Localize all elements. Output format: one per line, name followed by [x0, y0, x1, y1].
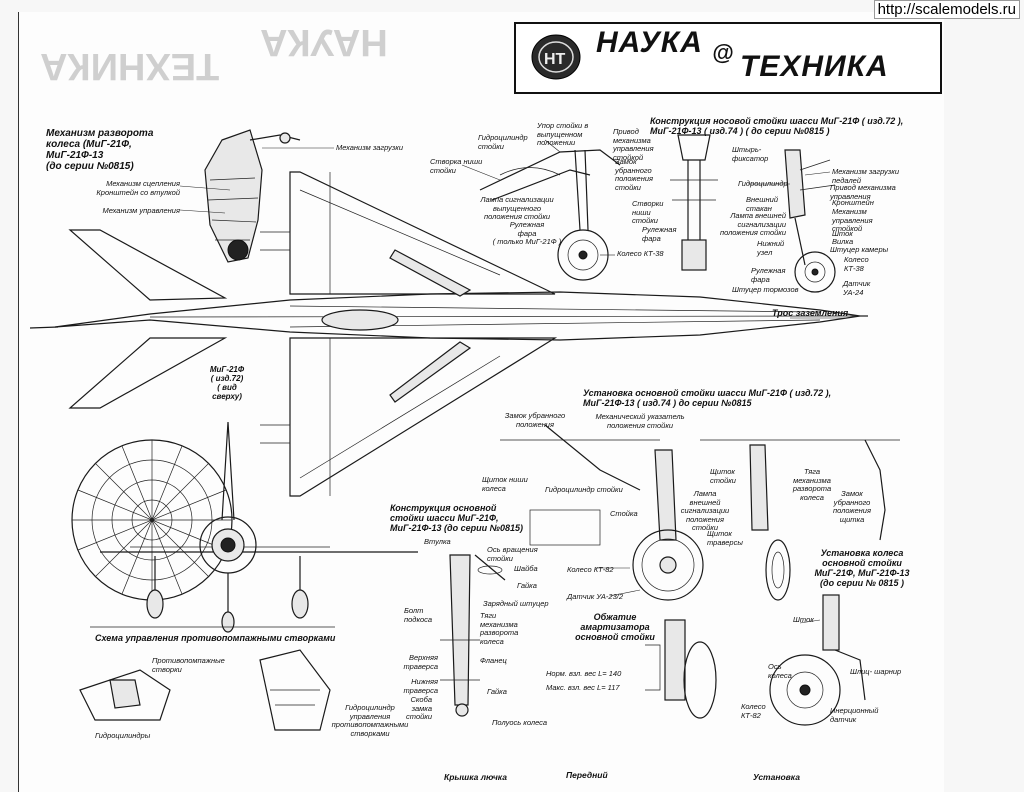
label-cylinders: Гидроцилиндры [95, 731, 151, 740]
main-strut-title: Конструкция основной стойки шасси МиГ-21… [390, 503, 523, 533]
label-sensor-ua24: Датчик УА-24 [843, 279, 871, 297]
label-main-lamp: Лампа внешней сигнализации положения сто… [680, 489, 730, 532]
aircraft-front-view [90, 421, 418, 633]
label-bushing: Втулка [424, 537, 451, 546]
label-strut: Стойка [610, 509, 638, 518]
label-wheel-rod: Шток [793, 615, 814, 624]
label-nose-doors: Створки ниши стойки [632, 199, 664, 225]
header-banner: НТ НАУКА @ ТЕХНИКА [514, 22, 942, 94]
shock-norm: Норм. взл. вес L= 140 [546, 669, 622, 678]
label-main-wheel-kt82: Колесо КТ-82 [567, 565, 614, 574]
label-nose-door: Створка ниши стойки [430, 157, 483, 175]
banner-at: @ [712, 40, 735, 65]
surge-door-scheme [79, 649, 331, 731]
label-cyl-control: Гидроцилиндр управления противопомпажным… [331, 703, 409, 738]
label-surge-doors: Противопомпажные створки [152, 656, 225, 674]
label-right-taxi: Рулежная фара [751, 266, 786, 284]
label-nose-cylinder: Гидроцилиндр стойки [478, 133, 528, 151]
label-nut2: Гайка [487, 687, 507, 696]
label-rod: Шток [832, 229, 853, 238]
label-right-wheel: Колесо КТ-38 [844, 255, 869, 273]
banner-title-1: НАУКА [596, 26, 703, 59]
label-indicator: Механический указатель положения стойки [595, 412, 685, 430]
footer-cover: Крышка лючка [444, 772, 507, 782]
main-gear-installation [500, 424, 900, 601]
banner-title-2: ТЕХНИКА [740, 50, 889, 83]
label-inertia: Инерционный датчик [830, 706, 879, 724]
label-sensor-ua23: Датчик УА-23/2 [567, 592, 624, 601]
label-pin: Штырь- фиксатор [732, 145, 769, 163]
label-half-axle: Полуось колеса [492, 718, 548, 727]
label-upper-traverse: Верхняя траверса [403, 653, 438, 671]
label-nose-taxi-lamp: Рулежная фара ( только МиГ-21Ф ) [492, 220, 562, 246]
nose-gear-detail [784, 149, 836, 293]
label-wheel-axle: Ось колеса [768, 662, 792, 680]
label-washer: Шайба [514, 564, 538, 573]
label-main-lock: Замок убранного положения [504, 411, 566, 429]
label-charge: Зарядный штуцер [483, 599, 549, 608]
main-wheel-installation [769, 594, 866, 726]
label-low-node: Нижний узел [757, 239, 785, 257]
main-wheel-title: Установка колеса основной стойки МиГ-21Ф… [814, 548, 910, 588]
label-shield-lock: Замок убранного положения щитка [832, 489, 871, 524]
label-traverse-shield: Щиток траверсы [707, 529, 743, 547]
footer-install: Установка [753, 772, 800, 782]
label-lock-bracket: Скоба замка стойки [406, 695, 432, 721]
label-ground-cable: Трос заземления [772, 308, 849, 318]
label-fork: Вилка [832, 237, 854, 246]
surge-title: Схема управления противопомпажными створ… [95, 633, 336, 643]
wheel-turn-title: Механизм разворота колеса (МиГ-21Ф, МиГ-… [46, 128, 154, 172]
label-right-control: Механизм управления стойкой [832, 207, 873, 233]
aircraft-caption: МиГ-21Ф ( изд.72) ( вид сверху) [209, 365, 245, 401]
footer-front: Передний [566, 770, 608, 780]
magazine-page [18, 12, 944, 792]
label-nose-drive: Привод механизма управления стойкой [613, 127, 654, 162]
label-link: Тяги механизма разворота колеса [480, 611, 519, 646]
label-right-drive: Привод механизма управления [830, 183, 896, 201]
label-nose-stop: Упор стойки в выпущенном положении [537, 121, 589, 147]
aircraft-top-view [29, 171, 868, 497]
nose-gear-front-view [670, 134, 718, 271]
label-load-mechanism: Механизм загрузки [336, 143, 403, 152]
label-right-cylinder: Гидроцилиндр [738, 179, 788, 188]
main-strut-construction [440, 554, 506, 717]
label-lower-traverse: Нижняя траверса [403, 677, 438, 695]
logo-emblem-icon: НТ [531, 34, 581, 80]
logo-letters: НТ [544, 51, 566, 68]
label-coupling: Механизм сцепления Кронштейн со втулкой [96, 179, 180, 197]
label-turn-rod: Тяга механизма разворота колеса [792, 467, 832, 502]
label-bolt: Болт подкоса [404, 606, 433, 624]
label-axis: Ось вращения стойки [487, 545, 538, 563]
label-brake-fitting: Штуцер тормозов [732, 285, 799, 294]
label-well-shield: Щиток ниши колеса [482, 475, 528, 493]
label-wheel-kt82: Колесо КТ-82 [741, 702, 766, 720]
main-gear-title: Установка основной стойки шасси МиГ-21Ф … [583, 388, 832, 408]
label-nose-lock: Замок убранного положения стойки [615, 157, 654, 192]
shock-absorber [645, 619, 717, 719]
wheel-turn-mechanism [204, 129, 301, 263]
leader-lines [179, 139, 831, 624]
shock-max: Макс. взл. вес L= 117 [546, 683, 620, 692]
label-nose-wheel: Колесо КТ-38 [617, 249, 664, 258]
label-bracket: Кронштейн [832, 198, 874, 207]
watermark-url[interactable]: http://scalemodels.ru [873, 0, 1020, 19]
label-outer-cup: Внешний стакан [746, 195, 778, 213]
drag-parachute [71, 439, 233, 601]
label-chamber: Штуцер камеры [830, 245, 889, 254]
nose-gear-title: Конструкция носовой стойки шасси МиГ-21Ф… [650, 116, 904, 136]
label-main-cylinder: Гидроцилиндр стойки [545, 485, 623, 494]
label-control-mechanism: Механизм управления [102, 206, 180, 215]
label-strut-shield: Щиток стойки [710, 467, 736, 485]
shock-title: Обжатие амартизатора основной стойки [575, 612, 655, 642]
label-pedal-load: Механизм загрузки педалей [832, 167, 899, 185]
label-nose-mid-taxi: Рулежная фара [642, 225, 677, 243]
label-nose-lamp: Лампа сигнализации выпущенного положения… [480, 195, 554, 221]
label-right-lamp: Лампа внешней сигнализации положения сто… [719, 211, 786, 237]
label-nut: Гайка [517, 581, 537, 590]
label-flange: Фланец [480, 656, 507, 665]
nose-gear-side-view [479, 149, 621, 281]
label-hinge: Шлиц- шарнир [850, 667, 902, 676]
